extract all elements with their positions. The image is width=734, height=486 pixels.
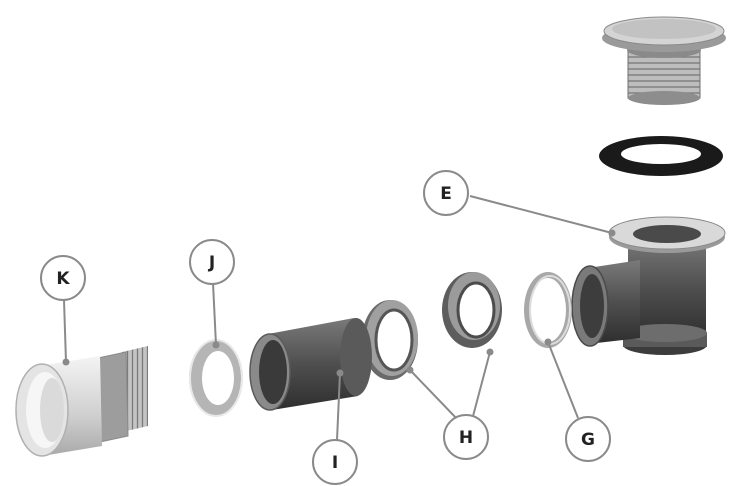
callout-h: H [443, 414, 489, 460]
compression-nut-part-h [442, 272, 502, 348]
pipe-tube-part-i [249, 318, 372, 411]
tee-body-part-e [571, 216, 726, 355]
callout-g: G [565, 416, 611, 462]
callout-label-k: K [56, 269, 70, 289]
threaded-adaptor-part-k [15, 346, 148, 457]
leader-line-k [63, 299, 67, 363]
leader-line-j [212, 282, 217, 346]
callout-k: K [40, 255, 86, 301]
leader-dots [62, 229, 616, 377]
washer-part-j [189, 339, 243, 417]
callout-label-e: E [440, 184, 452, 204]
leader-line-i [336, 372, 341, 441]
callout-label-g: G [581, 430, 595, 450]
leader-line-g [547, 341, 579, 419]
drain-plug-cap [602, 16, 726, 105]
washer-ring-part-g [524, 272, 572, 348]
callout-e: E [423, 170, 469, 216]
leader-line-h [409, 351, 491, 421]
rubber-gasket [599, 136, 723, 176]
callout-j: J [189, 239, 235, 285]
callout-label-i: I [332, 453, 338, 473]
callout-label-h: H [459, 428, 473, 448]
callout-i: I [312, 439, 358, 485]
leader-line-e [469, 195, 613, 234]
callout-label-j: J [208, 253, 215, 273]
slip-nut-part-h [362, 300, 418, 380]
